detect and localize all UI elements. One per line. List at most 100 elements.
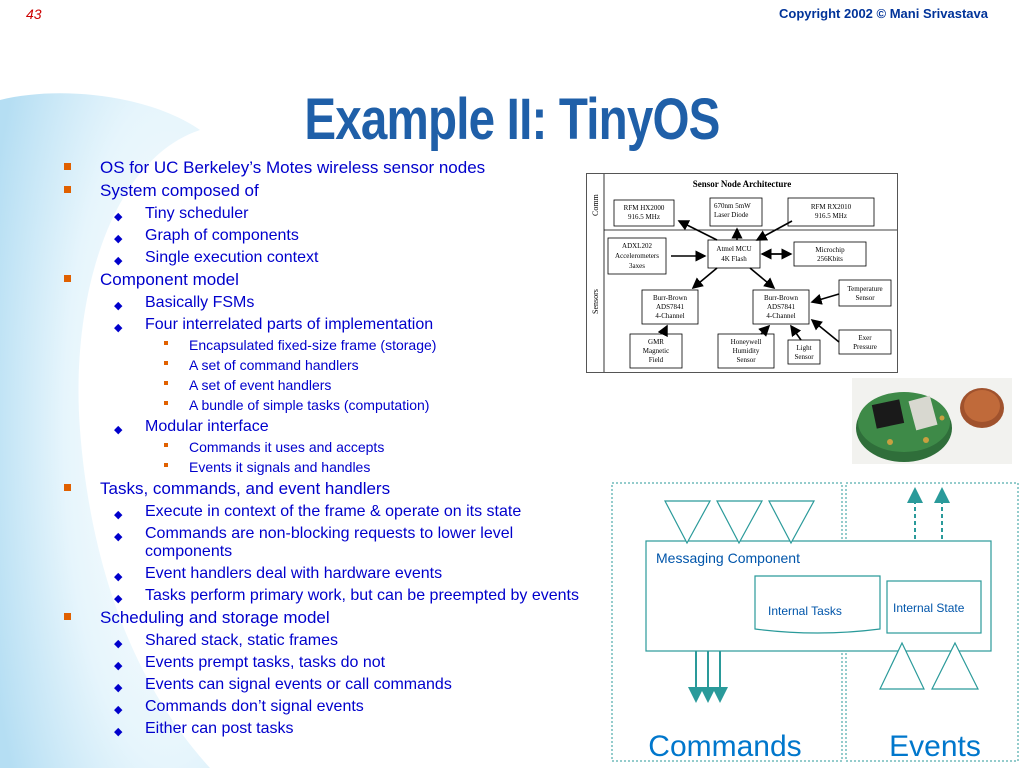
svg-text:Sensor: Sensor bbox=[736, 356, 756, 364]
bullet-text: Event handlers deal with hardware events bbox=[145, 565, 443, 582]
svg-text:Burr-Brown: Burr-Brown bbox=[764, 294, 799, 302]
bullet-text: A bundle of simple tasks (computation) bbox=[189, 397, 430, 413]
svg-text:256Kbits: 256Kbits bbox=[817, 255, 843, 263]
bullet-level-1: OS for UC Berkeley’s Motes wireless sens… bbox=[64, 157, 604, 178]
diamond-bullet-icon: ◆ bbox=[114, 571, 123, 583]
rfm-receiver-box: RFM RX2010 916.5 MHz bbox=[787, 197, 875, 227]
square-bullet-icon bbox=[64, 613, 71, 620]
bullet-text: Basically FSMs bbox=[145, 294, 255, 311]
slide-title: Example II: TinyOS bbox=[304, 87, 720, 152]
atmel-mcu-box: Atmel MCU 4K Flash bbox=[707, 239, 761, 269]
bullet-level-2: ◆Either can post tasks bbox=[64, 720, 604, 738]
bullet-text: Tiny scheduler bbox=[145, 205, 249, 222]
bullet-text: Commands are non-blocking requests to lo… bbox=[145, 525, 514, 560]
square-bullet-icon bbox=[164, 401, 168, 405]
svg-text:Burr-Brown: Burr-Brown bbox=[653, 294, 688, 302]
bullet-level-2: ◆ Commands are non-blocking requests to l… bbox=[64, 525, 604, 561]
comm-label: Comm bbox=[591, 193, 600, 216]
square-bullet-icon bbox=[64, 186, 71, 193]
svg-text:4K Flash: 4K Flash bbox=[721, 255, 747, 263]
bullet-level-3: A bundle of simple tasks (computation) bbox=[64, 396, 604, 414]
svg-text:ADS7841: ADS7841 bbox=[656, 303, 685, 311]
bullet-text: Scheduling and storage model bbox=[100, 608, 330, 627]
bullet-level-2: ◆ Shared stack, static frames bbox=[64, 632, 604, 650]
bullet-text: A set of command handlers bbox=[189, 357, 359, 373]
signaled-event-triangles bbox=[879, 641, 979, 690]
bullet-level-2: ◆ Execute in context of the frame & opera… bbox=[64, 503, 604, 521]
bullet-text: System composed of bbox=[100, 181, 259, 200]
diamond-bullet-icon: ◆ bbox=[114, 704, 123, 716]
diamond-bullet-icon: ◆ bbox=[114, 322, 123, 334]
bullet-text: Events it signals and handles bbox=[189, 459, 371, 475]
sensor-node-architecture-diagram: Sensor Node Architecture Comm Sensors RF… bbox=[586, 173, 898, 373]
diamond-bullet-icon: ◆ bbox=[114, 531, 123, 543]
accelerometer-box: ADXL202 Accelerometers 3axes bbox=[607, 237, 667, 275]
svg-text:4-Channel: 4-Channel bbox=[766, 312, 795, 320]
square-bullet-icon bbox=[164, 341, 168, 345]
temperature-sensor-box: Temperature Sensor bbox=[838, 279, 892, 307]
bullet-text: Graph of components bbox=[145, 227, 299, 244]
bullet-text: Either can post tasks bbox=[145, 720, 294, 737]
adc-left-box: Burr-Brown ADS7841 4-Channel bbox=[641, 289, 699, 325]
svg-text:Magnetic: Magnetic bbox=[643, 347, 669, 355]
svg-text:Humidity: Humidity bbox=[733, 347, 760, 355]
square-bullet-icon bbox=[64, 484, 71, 491]
internal-tasks-label: Internal Tasks bbox=[768, 604, 842, 618]
architecture-arrows bbox=[657, 220, 840, 343]
humidity-sensor-box: Honeywell Humidity Sensor bbox=[717, 333, 775, 369]
bullet-level-1: Scheduling and storage model bbox=[64, 607, 604, 628]
svg-text:Field: Field bbox=[649, 356, 664, 364]
internal-state-label: Internal State bbox=[893, 601, 965, 615]
microchip-flash-box: Microchip 256Kbits bbox=[793, 241, 867, 267]
slide-number: 43 bbox=[26, 6, 42, 22]
svg-text:Temperature: Temperature bbox=[847, 285, 882, 293]
svg-text:ADXL202: ADXL202 bbox=[622, 242, 652, 250]
svg-text:916.5 MHz: 916.5 MHz bbox=[628, 213, 660, 221]
commands-label: Commands bbox=[648, 730, 801, 763]
sensors-label: Sensors bbox=[591, 289, 600, 314]
gmr-magnetic-box: GMR Magnetic Field bbox=[629, 333, 683, 369]
bullet-level-3: Commands it uses and accepts bbox=[64, 438, 604, 456]
svg-text:Honeywell: Honeywell bbox=[731, 338, 762, 346]
square-bullet-icon bbox=[164, 463, 168, 467]
tinyos-component-diagram: Messaging Component Internal Tasks Inter… bbox=[611, 482, 1019, 763]
event-arrows bbox=[907, 487, 950, 539]
bullet-level-2: ◆ Single execution context bbox=[64, 249, 604, 267]
bullet-level-3: Encapsulated fixed-size frame (storage) bbox=[64, 336, 604, 354]
architecture-title: Sensor Node Architecture bbox=[693, 179, 792, 189]
bullet-text: Events prempt tasks, tasks do not bbox=[145, 654, 386, 671]
laser-diode-box: 670nm 5mW Laser Diode bbox=[709, 197, 763, 227]
internal-state-box bbox=[886, 580, 982, 634]
diamond-bullet-icon: ◆ bbox=[114, 255, 123, 267]
svg-text:GMR: GMR bbox=[648, 338, 664, 346]
diamond-bullet-icon: ◆ bbox=[114, 509, 123, 521]
bullet-level-2: ◆Commands don’t signal events bbox=[64, 698, 604, 716]
bullet-text: Single execution context bbox=[145, 249, 319, 266]
bullet-level-1: Tasks, commands, and event handlers bbox=[64, 478, 604, 499]
diamond-bullet-icon: ◆ bbox=[114, 682, 123, 694]
svg-text:670nm 5mW: 670nm 5mW bbox=[714, 202, 751, 210]
bullet-text: OS for UC Berkeley’s Motes wireless sens… bbox=[100, 158, 486, 177]
svg-text:ADS7841: ADS7841 bbox=[767, 303, 796, 311]
diamond-bullet-icon: ◆ bbox=[114, 593, 123, 605]
bullet-text: Tasks perform primary work, but can be p… bbox=[145, 587, 579, 604]
mote-hardware-photo bbox=[852, 378, 1012, 464]
bullet-text: Execute in context of the frame & operat… bbox=[145, 503, 522, 520]
command-arrows bbox=[688, 651, 728, 703]
bullet-level-3: Events it signals and handles bbox=[64, 458, 604, 476]
bullet-text: Shared stack, static frames bbox=[145, 632, 338, 649]
bullet-list: OS for UC Berkeley’s Motes wireless sens… bbox=[64, 155, 604, 738]
svg-text:Light: Light bbox=[796, 344, 811, 352]
svg-text:Microchip: Microchip bbox=[815, 246, 845, 254]
diamond-bullet-icon: ◆ bbox=[114, 638, 123, 650]
bullet-level-2: ◆ Event handlers deal with hardware event… bbox=[64, 565, 604, 583]
svg-text:RFM HX2000: RFM HX2000 bbox=[624, 204, 665, 212]
bullet-level-2: ◆Four interrelated parts of implementati… bbox=[64, 316, 604, 334]
diamond-bullet-icon: ◆ bbox=[114, 424, 123, 436]
svg-text:Sensor: Sensor bbox=[794, 353, 814, 361]
svg-text:4-Channel: 4-Channel bbox=[655, 312, 684, 320]
svg-text:RFM RX2010: RFM RX2010 bbox=[811, 203, 852, 211]
bullet-text: A set of event handlers bbox=[189, 377, 332, 393]
events-label: Events bbox=[889, 730, 981, 763]
